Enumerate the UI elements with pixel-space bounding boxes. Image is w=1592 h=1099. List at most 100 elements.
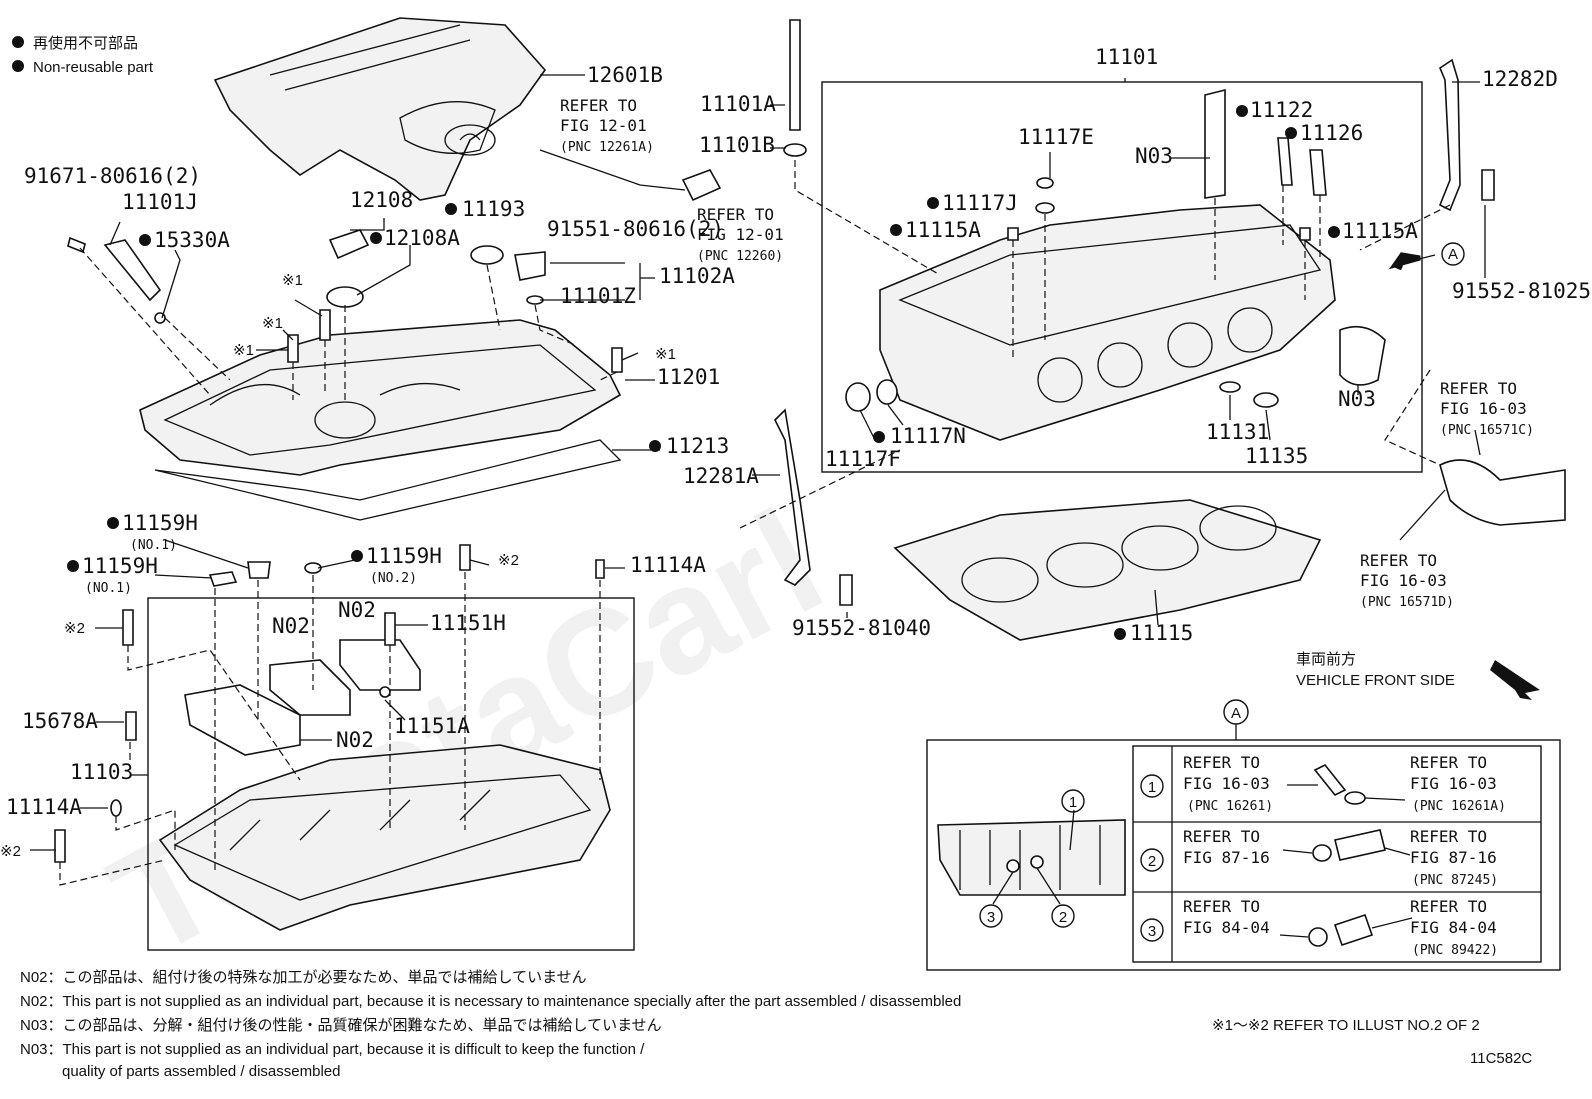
part-label: 12281A [683, 464, 759, 488]
star-label: ※2 [0, 843, 21, 860]
note-n03-en-cont: quality of parts assembled / disassemble… [62, 1063, 340, 1080]
row-number: 3 [1148, 923, 1156, 940]
detail-a-panel: A 1 3 2 [926, 699, 1561, 971]
part-label: 11159H [122, 511, 198, 535]
detail-right-line: FIG 16-03 [1410, 774, 1497, 793]
detail-right-line: REFER TO [1410, 897, 1487, 916]
non-reusable-dot-icon [1114, 628, 1126, 640]
part-label: 12108 [350, 188, 413, 212]
part-label: 11135 [1245, 444, 1308, 468]
detail-callout-1-icon [1061, 789, 1085, 813]
non-reusable-dot-icon [107, 517, 119, 529]
part-label: 91552-81025 [1452, 279, 1591, 303]
star-labels: ※1※1※1※1※2※2※2 [0, 272, 676, 860]
part-label: 11114A [6, 795, 82, 819]
row-number-icon [1140, 918, 1164, 942]
row-number-icon [1140, 848, 1164, 872]
part-label: 91551-80616(2) [547, 217, 724, 241]
non-reusable-dot-icon [370, 232, 382, 244]
star-label: ※1 [282, 272, 303, 289]
legend-en: Non-reusable part [33, 59, 154, 76]
star-label: ※1 [262, 315, 283, 332]
part-label: 11115A [1342, 219, 1418, 243]
refer-pnc: (PNC 12260) [697, 249, 783, 264]
detail-left-line: FIG 87-16 [1183, 848, 1270, 867]
refer-line: REFER TO [697, 205, 774, 224]
part-label: 11115 [1130, 621, 1193, 645]
refer-pnc: (PNC 16571D) [1360, 595, 1454, 610]
non-reusable-dot-icon [1236, 105, 1248, 117]
detail-left-pnc: (PNC 16261) [1187, 799, 1273, 814]
non-reusable-dot-icon [873, 431, 885, 443]
part-label: 11101Z [560, 284, 636, 308]
refer-line: FIG 16-03 [1360, 571, 1447, 590]
part-label: N03 [1338, 387, 1376, 411]
cylinder-head-cover-illustration [139, 319, 622, 521]
row-number: 1 [1148, 779, 1156, 796]
star-note: ※1～※2 REFER TO ILLUST NO.2 OF 2 [1212, 1017, 1480, 1034]
part-label: 12601B [587, 63, 663, 87]
part-label: N02 [336, 728, 374, 752]
non-reusable-dot-icon [890, 224, 902, 236]
part-label: 11159H [82, 554, 158, 578]
leader-lines [30, 74, 1486, 951]
detail-left-line: REFER TO [1183, 753, 1260, 772]
note-n02-jp: N02：この部品は、組付け後の特殊な加工が必要なため、単品では補給していません [20, 969, 587, 986]
part-number-labels: 12601B 91671-80616(2)11101J 15330A 12108 121… [6, 45, 1591, 819]
part-label: 11159H [366, 544, 442, 568]
part-label: (NO.2) [370, 571, 417, 586]
detail-callout-2: 2 [1059, 909, 1067, 926]
part-label: 11102A [659, 264, 735, 288]
non-reusable-dot-icon [139, 234, 151, 246]
part-label: 11101A [700, 92, 776, 116]
star-label: ※2 [64, 620, 85, 637]
part-label: 11117E [1018, 125, 1094, 149]
non-reusable-dot-icon [927, 197, 939, 209]
refer-line: FIG 16-03 [1440, 399, 1527, 418]
part-label: 11122 [1250, 98, 1313, 122]
detail-left-line: FIG 84-04 [1183, 918, 1270, 937]
detail-right-pnc: (PNC 87245) [1412, 873, 1498, 888]
detail-callout-3-icon [979, 904, 1003, 928]
part-label: 11101J [122, 190, 198, 214]
detail-callout-a-label: A [1231, 705, 1241, 722]
row-number-icon [1140, 774, 1164, 798]
non-reusable-dot-icon [649, 440, 661, 452]
star-label: ※1 [233, 342, 254, 359]
refer-line: FIG 12-01 [697, 225, 784, 244]
part-label: N02 [272, 614, 310, 638]
engine-cover-illustration [213, 17, 547, 201]
row-number: 2 [1148, 853, 1156, 870]
part-label: 12108A [384, 226, 460, 250]
part-label: 11151H [430, 611, 506, 635]
legend-dot-icon [12, 36, 24, 48]
camshaft-housing-illustration [158, 639, 611, 931]
cylinder-head-illustration [821, 81, 1423, 473]
detail-left-line: REFER TO [1183, 827, 1260, 846]
refer-pnc: (PNC 12261A) [560, 140, 654, 155]
part-label: 11131 [1206, 420, 1269, 444]
part-label: 91671-80616(2) [24, 164, 201, 188]
part-label: 91552-81040 [792, 616, 931, 640]
part-label: 11213 [666, 434, 729, 458]
non-reusable-dot-icon [1328, 226, 1340, 238]
vehicle-front-en: VEHICLE FRONT SIDE [1296, 672, 1455, 689]
refer-line: REFER TO [1440, 379, 1517, 398]
brackets-illustration [681, 19, 1566, 606]
part-label: 11103 [70, 760, 133, 784]
part-label: 15330A [154, 228, 230, 252]
non-reusable-dot-icon [1285, 127, 1297, 139]
part-label: N03 [1135, 144, 1173, 168]
part-label: 11193 [462, 197, 525, 221]
view-arrow-icon [1388, 252, 1421, 271]
part-label: 11126 [1300, 121, 1363, 145]
note-n02-en: N02：This part is not supplied as an indi… [20, 993, 961, 1010]
refer-pnc: (PNC 16571C) [1440, 423, 1534, 438]
refer-line: REFER TO [560, 96, 637, 115]
detail-callout-3: 3 [987, 909, 995, 926]
refer-line: FIG 12-01 [560, 116, 647, 135]
legend-dot-icon [12, 60, 24, 72]
part-label: 11101B [699, 133, 775, 157]
detail-right-line: FIG 87-16 [1410, 848, 1497, 867]
